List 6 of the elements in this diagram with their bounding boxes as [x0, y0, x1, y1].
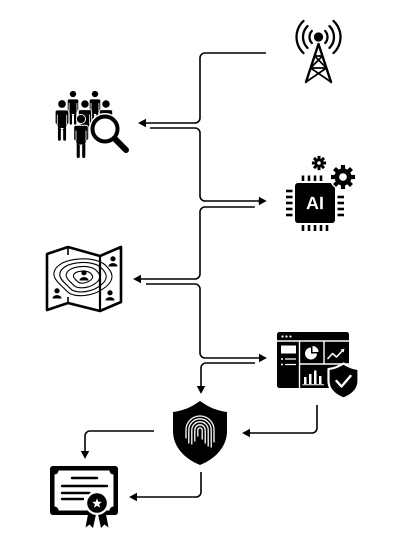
antenna-tower-icon	[295, 20, 342, 84]
map-icon	[46, 246, 122, 312]
dashboard-icon	[276, 332, 360, 400]
people-search-icon	[54, 90, 129, 159]
certificate-icon	[50, 466, 118, 528]
fingerprint-shield-icon	[173, 401, 227, 465]
